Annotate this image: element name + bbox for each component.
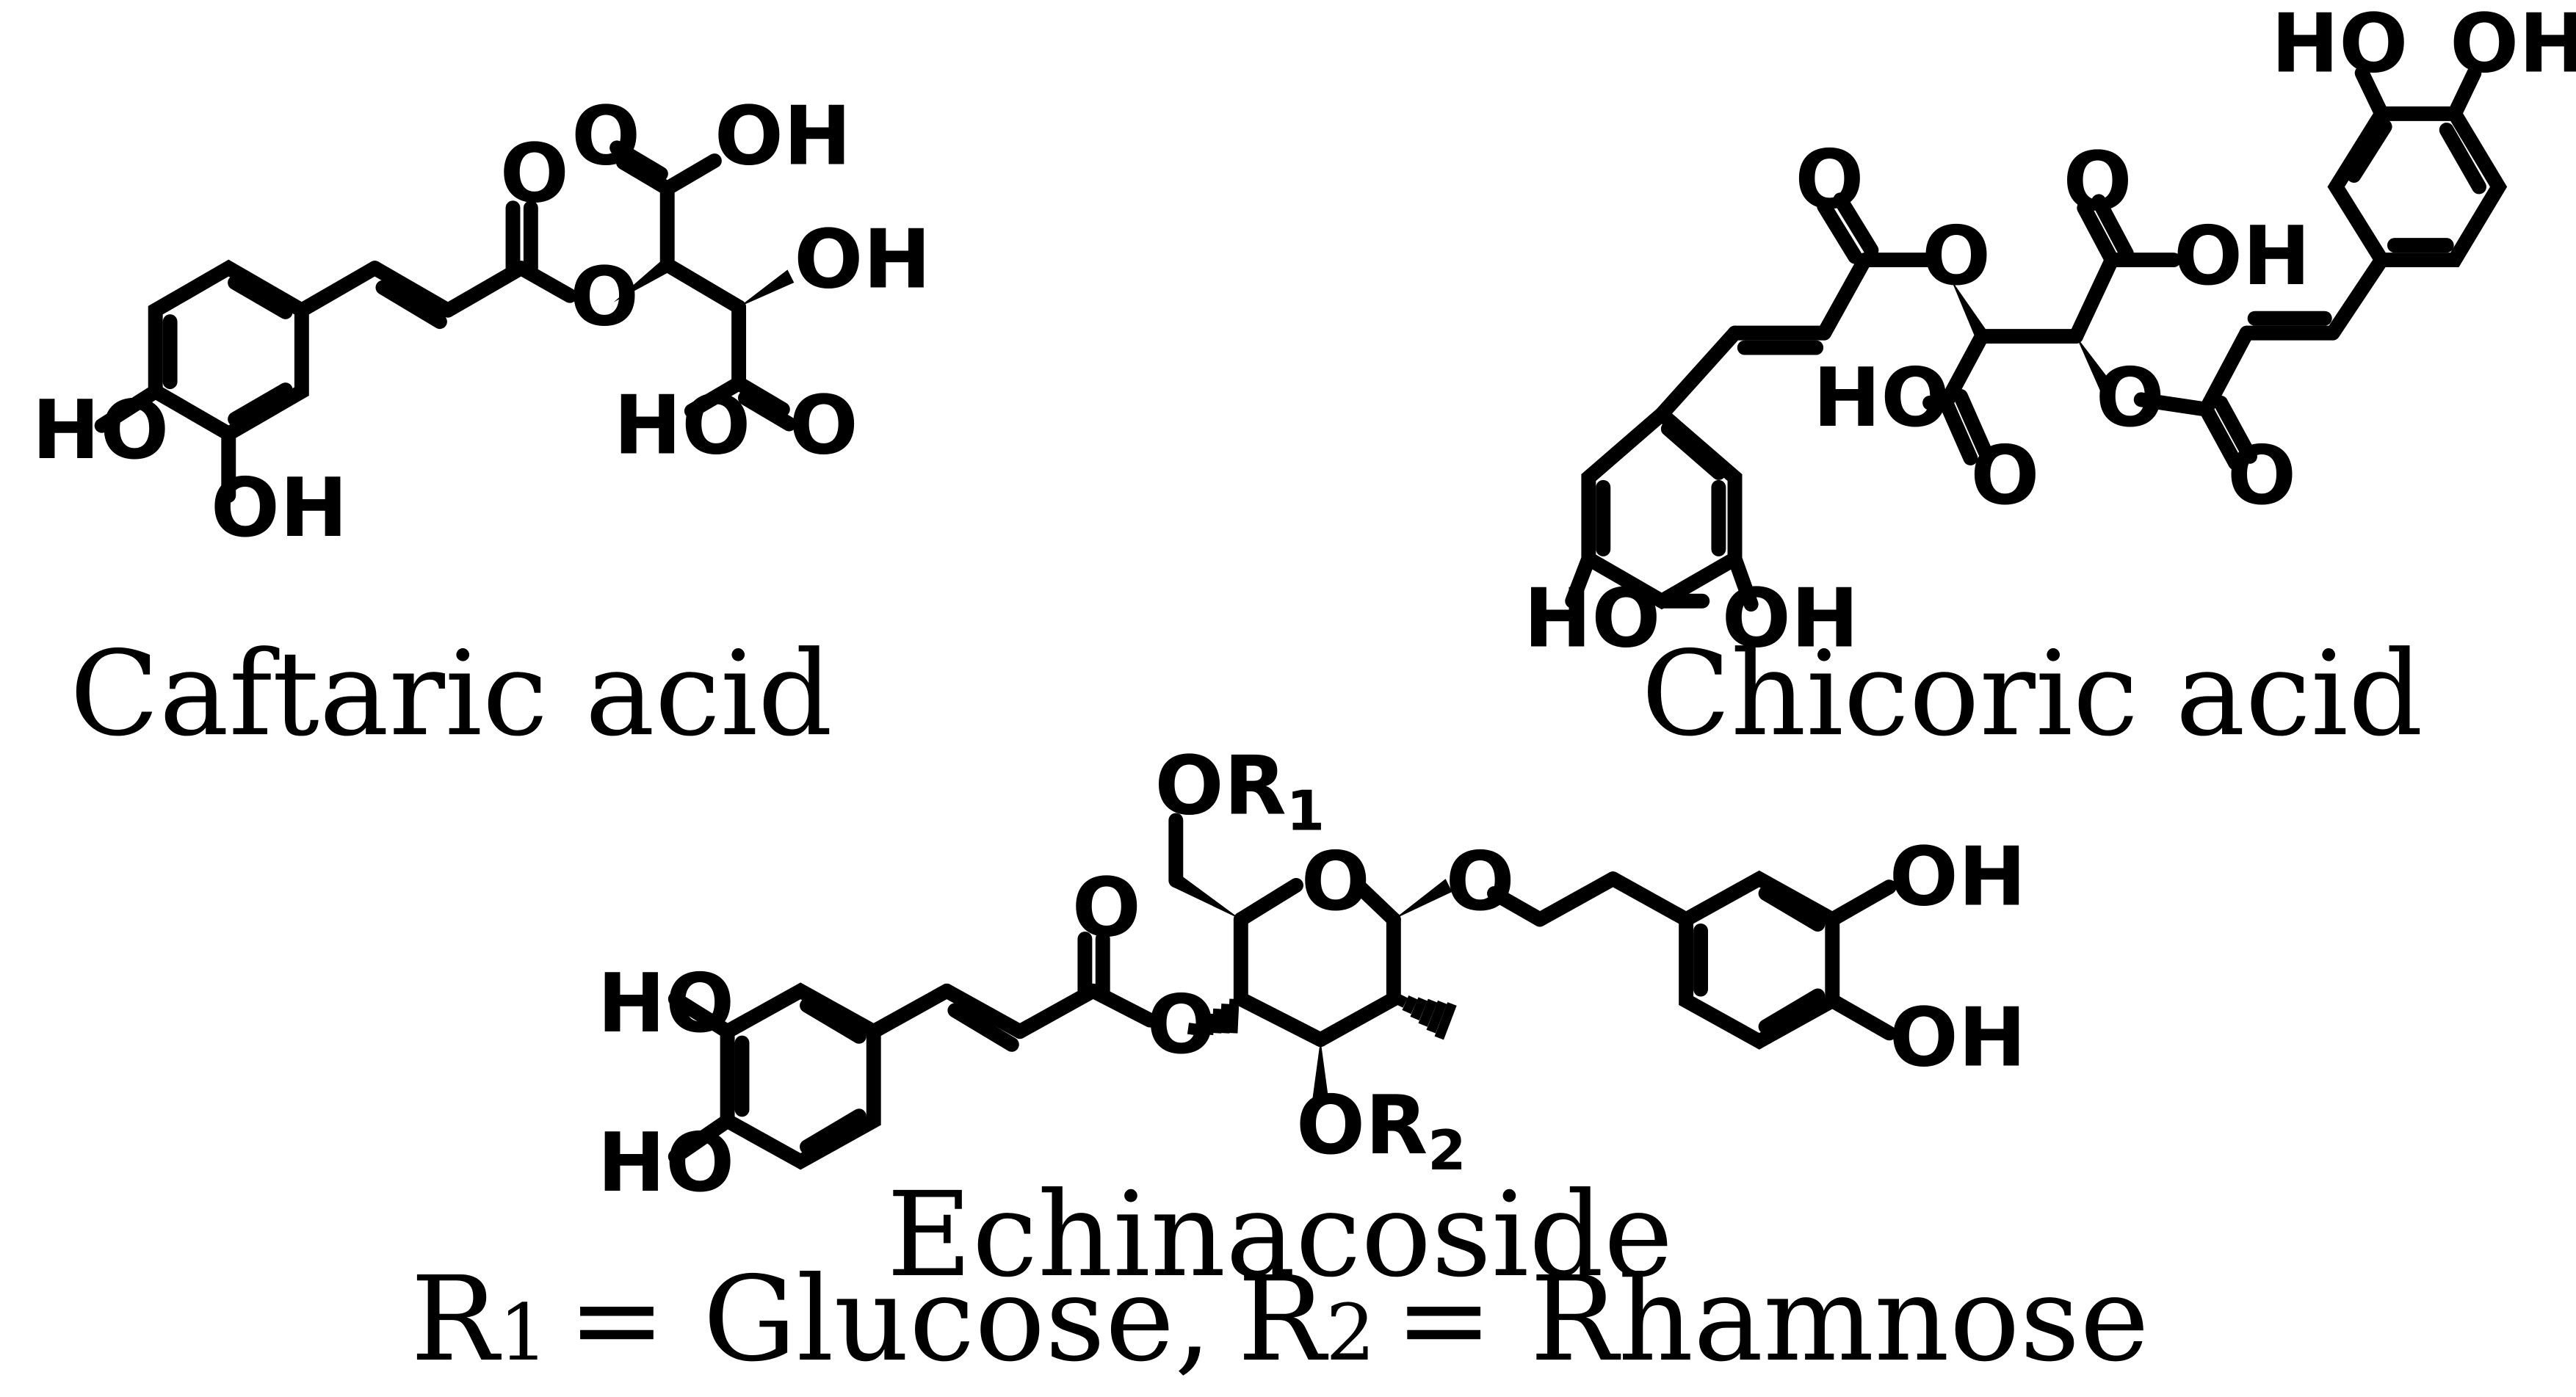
echinacoside-structure bbox=[667, 813, 1897, 1170]
atom-label: O bbox=[1922, 209, 1991, 304]
atom-label: OH bbox=[714, 89, 852, 184]
chicoric-acid-atom-labels: HO OH O O O OH HO O O O HO OH bbox=[1524, 0, 2576, 667]
atom-label: HO bbox=[598, 1116, 735, 1211]
atom-label: O bbox=[1970, 429, 2039, 523]
r1-index: 1 bbox=[499, 1288, 549, 1379]
atom-label: OH bbox=[794, 213, 931, 308]
caftaric-acid-atom-labels: HO OH O O O OH OH HO O bbox=[32, 89, 931, 556]
atom-label: O bbox=[1446, 835, 1515, 929]
atom-label: O bbox=[2096, 351, 2165, 446]
atom-label-or: OR bbox=[1296, 1078, 1428, 1173]
hashed-bond bbox=[1187, 998, 1240, 1036]
atom-label: OH bbox=[211, 461, 348, 556]
atom-label: HO bbox=[1813, 351, 1950, 446]
atom-label: O bbox=[2063, 134, 2132, 229]
caftaric-acid-structure bbox=[94, 140, 797, 503]
caption-substituents: R1= Glucose,R2= Rhamnose bbox=[410, 1251, 2149, 1387]
atom-label: O bbox=[2227, 429, 2296, 523]
echinacoside-atom-labels: OR1 O O O O OR2 HO HO OH OH bbox=[598, 739, 2027, 1211]
atom-label-index: 1 bbox=[1287, 779, 1325, 843]
r2-value: = Rhamnose bbox=[1394, 1251, 2149, 1387]
atom-label: HO bbox=[598, 957, 735, 1051]
atom-label: OH bbox=[2450, 0, 2576, 91]
atom-label: OH bbox=[2174, 209, 2311, 304]
atom-label-or: OR bbox=[1155, 739, 1287, 834]
atom-label: OR2 bbox=[1296, 1078, 1466, 1183]
atom-label: HO bbox=[1524, 572, 1661, 667]
r1-value: = Glucose, bbox=[568, 1251, 1212, 1387]
caption-chicoric-acid: Chicoric acid bbox=[1641, 625, 2423, 762]
atom-label: O bbox=[500, 126, 569, 221]
caption-caftaric-acid: Caftaric acid bbox=[70, 625, 833, 762]
atom-label: HO bbox=[32, 383, 170, 478]
hashed-bond bbox=[1394, 993, 1457, 1040]
atom-label: O bbox=[1301, 835, 1370, 929]
r1-symbol: R bbox=[410, 1251, 502, 1387]
atom-label: O bbox=[570, 250, 639, 345]
r2-index: 2 bbox=[1325, 1288, 1375, 1379]
atom-label: O bbox=[789, 378, 858, 473]
atom-label-index: 2 bbox=[1428, 1118, 1466, 1183]
atom-label: OR1 bbox=[1155, 739, 1325, 843]
r2-symbol: R bbox=[1237, 1251, 1328, 1387]
atom-label: O bbox=[571, 89, 640, 184]
atom-label: OH bbox=[1889, 830, 2027, 925]
caption-echinacoside: Echinacoside bbox=[887, 1166, 1674, 1303]
atom-label: O bbox=[1072, 861, 1141, 956]
atom-label: O bbox=[1795, 133, 1864, 228]
atom-label: HO bbox=[614, 378, 751, 473]
chicoric-acid-structure bbox=[1565, 65, 2508, 612]
atom-label: OH bbox=[1722, 572, 1859, 667]
atom-label: O bbox=[1146, 978, 1215, 1073]
atom-label: OH bbox=[1889, 991, 2027, 1086]
atom-label: HO bbox=[2271, 0, 2409, 91]
